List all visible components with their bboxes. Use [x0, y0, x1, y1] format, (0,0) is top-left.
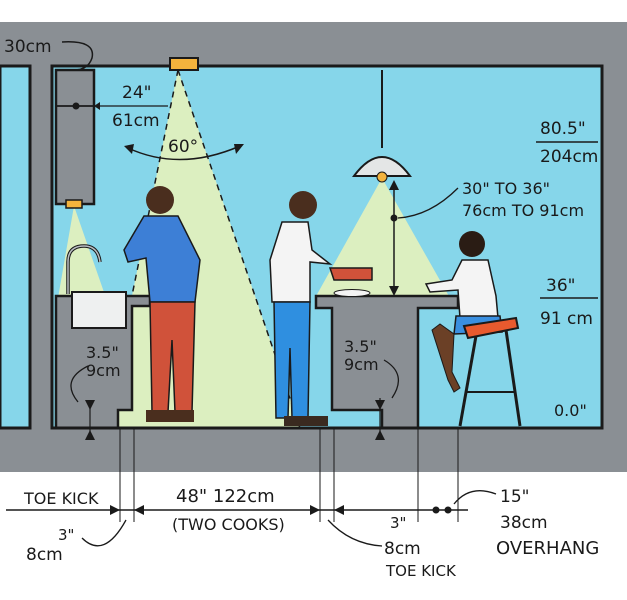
aisle-head-left [134, 505, 144, 515]
pendant-drop-cm: 76cm TO 91cm [462, 201, 584, 220]
bottom-toekick-leader [81, 519, 127, 547]
ceiling-height-in: 80.5" [540, 119, 586, 139]
aisle-note-label: (TWO COOKS) [172, 515, 285, 534]
left-room-slice [0, 64, 32, 430]
stool-leg [504, 329, 522, 427]
stool-seat [462, 316, 520, 340]
person-seated-shirt [424, 259, 499, 319]
overhang-leader [453, 490, 497, 505]
faucet [67, 245, 101, 294]
person-washing-head [146, 186, 174, 214]
beam-angle-label: 60° [168, 137, 198, 157]
pendant-drop-in: 30" TO 36" [462, 179, 550, 198]
ceiling-offset-label: 30cm [4, 37, 52, 57]
floor-level-label: 0.0" [554, 401, 587, 420]
pendant-shade [352, 156, 412, 177]
island-kick-head [334, 505, 344, 515]
bar-stool [458, 316, 522, 427]
pendant-drop-head-top [389, 180, 399, 190]
island-toekick-leader [383, 359, 400, 399]
island-toekick-cm: 9cm [344, 355, 379, 374]
left-toekick-head-b [85, 430, 95, 440]
left-toekick-head [85, 400, 95, 410]
person-cooking-head [289, 191, 317, 219]
island-kick-depth-cm: 8cm [384, 539, 421, 559]
counter-height-in: 36" [546, 276, 575, 296]
cabinet-depth-in: 24" [122, 83, 151, 103]
sink-basin [71, 291, 127, 329]
overhang-cm: 38cm [500, 513, 548, 533]
overhang-dot-left [432, 506, 440, 514]
ceiling-light-edge-left [104, 69, 179, 429]
left-toekick-leader [70, 365, 89, 403]
overhang-in: 15" [500, 487, 529, 507]
ceiling-light-edge-right [177, 69, 301, 429]
beam-angle-head-left [124, 144, 134, 154]
ceiling-height-cm: 204cm [540, 147, 598, 167]
person-seated-legs [431, 323, 461, 393]
stool-leg [458, 335, 478, 427]
bottom-toekick-cm: 8cm [26, 545, 63, 565]
island-toekick-head-b [375, 430, 385, 440]
toekick-head-right [110, 505, 120, 515]
island-toekick-in: 3.5" [344, 337, 377, 356]
pendant-drop-head-bottom [389, 286, 399, 296]
aisle-head-right [310, 505, 320, 515]
island-kick-depth-in: 3" [390, 514, 406, 532]
undercabinet-lamp [65, 199, 83, 209]
bottom-toekick-in: 3" [58, 526, 74, 544]
person-cooking [269, 191, 373, 426]
cabinet-depth-cm: 61cm [112, 111, 160, 131]
person-cooking-pants [273, 301, 311, 419]
upper-cabinet [54, 68, 96, 206]
beam-angle-head-right [234, 144, 244, 154]
undercabinet-light-cone [58, 206, 106, 298]
person-seated-head [459, 231, 485, 257]
counter-height-cm: 91 cm [540, 309, 593, 329]
person-cooking-shoes [284, 416, 328, 426]
left-toekick-cm: 9cm [86, 361, 121, 380]
overhang-label: OVERHANG [496, 538, 599, 559]
person-washing-shoes [146, 410, 194, 422]
person-cooking-shirt [269, 221, 333, 303]
island-toekick-head [375, 400, 385, 410]
overhang-dot-right [444, 506, 452, 514]
food-plate [333, 289, 371, 297]
beam-angle-arc [127, 145, 241, 161]
pendant-bulb [376, 171, 388, 183]
ceiling-lamp [169, 57, 199, 71]
frying-pan [328, 267, 373, 281]
bottom-toekick-label: TOE KICK [23, 489, 99, 508]
left-toekick-in: 3.5" [86, 343, 119, 362]
person-washing [123, 186, 201, 422]
island-kick-label: TOE KICK [385, 562, 457, 580]
pendant-drop-dot [390, 214, 398, 222]
pendant-drop-leader [397, 187, 459, 219]
ceiling-offset-leader [61, 41, 94, 71]
aisle-width-label: 48" 122cm [176, 486, 275, 507]
island-kick-leader [327, 519, 383, 547]
cabinet-depth-arrowhead [94, 102, 100, 110]
cabinet-depth-dot [72, 102, 80, 110]
